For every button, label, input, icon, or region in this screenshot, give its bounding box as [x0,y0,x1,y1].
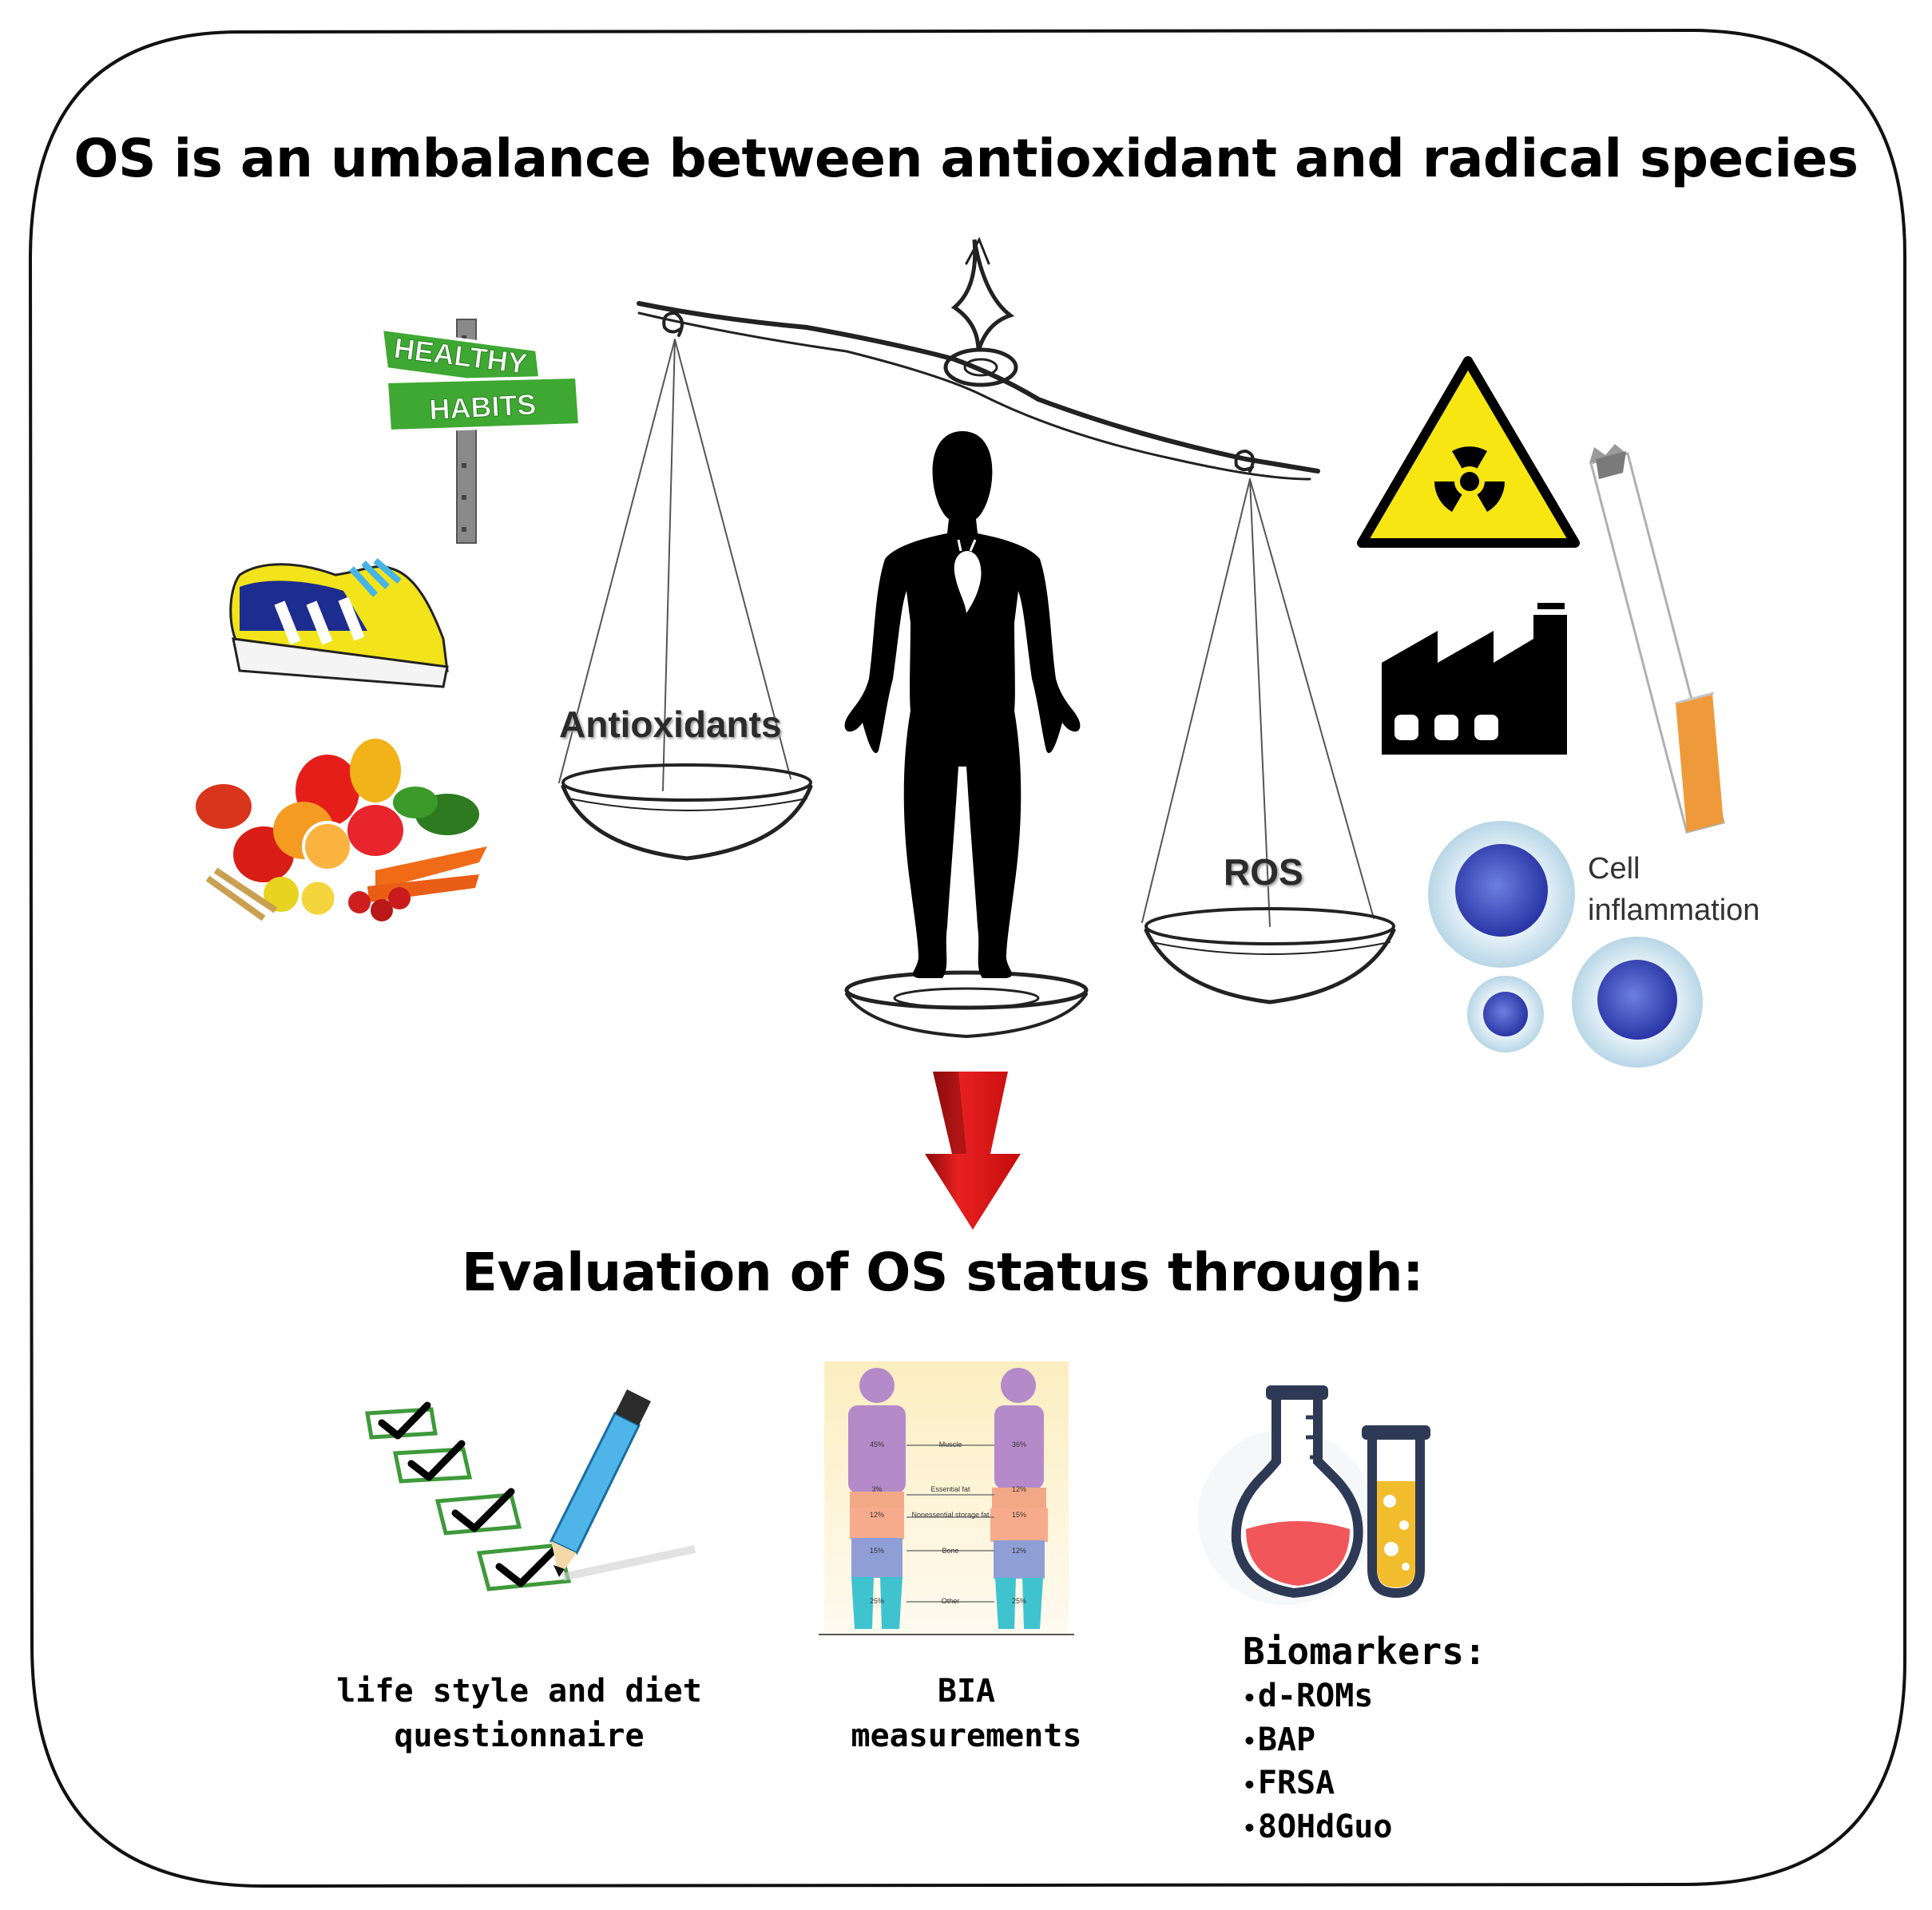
heart-icon [954,540,982,613]
questionnaire-line1: life style and diet [336,1673,702,1710]
scale-finial [950,239,1015,352]
bia-female-value: 15% [1012,1511,1026,1519]
biomarker-item: d-ROMs [1243,1675,1392,1719]
biomarker-item: 8OHdGuo [1243,1806,1393,1850]
sneaker-icon [229,557,449,688]
radiation-icon [1357,356,1580,548]
bia-female-value: 12% [1012,1547,1026,1555]
flask-icon [1198,1385,1374,1605]
checklist-icon [365,1401,572,1591]
bia-male-value: 3% [871,1485,882,1493]
signpost-icon [379,319,582,544]
evaluation-heading: Evaluation of OS status through: [461,1242,1424,1303]
biomarkers-title: Biomarkers: [1243,1630,1486,1673]
bia-chart: Muscle 45% 36% Essential fat 3% 12% Nonessenti… [819,1361,1074,1635]
bia-female-value: 36% [1012,1440,1026,1448]
cell-label-line1: Cell [1588,852,1640,886]
right-pan-strings [1141,478,1375,927]
bia-row-label: Nonessential storage fat [911,1511,990,1519]
fruit-vegetables-icon [196,739,487,921]
human-silhouette-icon [844,431,1081,978]
bia-female-figure [990,1368,1048,1629]
bia-male-value: 45% [870,1440,884,1448]
bia-row-label: Muscle [939,1440,962,1448]
bia-label: BIA measurements [807,1669,1126,1758]
scale-base [844,970,1089,1039]
factory-icon [1382,603,1567,755]
biomarkers-list: d-ROMsBAPFRSA8OHdGuo [1243,1675,1393,1850]
cigarette-icon [1589,444,1725,834]
bia-female-value: 12% [1012,1485,1026,1493]
bia-row-label: Essential fat [930,1485,970,1493]
bia-line1: BIA [937,1673,996,1710]
bia-line2: measurements [851,1718,1082,1754]
left-pan [561,763,813,861]
outer-frame [28,28,1906,1888]
bia-male-figure [848,1368,906,1629]
right-pan [1144,907,1396,1005]
bia-row-label: Other [942,1597,960,1605]
biomarker-item: BAP [1243,1719,1392,1763]
pencil-icon [549,1389,696,1581]
bia-female-value: 25% [1012,1597,1026,1605]
questionnaire-line2: questionnaire [394,1718,645,1754]
ros-label: ROS [1224,851,1303,893]
balance-scale [558,236,1396,1039]
diagram-title: OS is an umbalance between antioxidant a… [73,128,1859,189]
left-pan-strings [558,339,791,791]
bia-row-label: Bone [942,1547,958,1555]
biomarker-item: FRSA [1243,1762,1392,1806]
bia-male-value: 15% [870,1547,884,1555]
questionnaire-label: life style and diet questionnaire [319,1669,719,1758]
cell-inflammation-label: Cell inflammation [1588,848,1759,931]
cell-label-line2: inflammation [1588,894,1760,927]
antioxidants-label: Antioxidants [559,703,782,745]
cell-icon [1428,821,1703,1068]
sign-text-habits: HABITS [428,388,537,426]
down-arrow [925,1072,1021,1230]
test-tube-icon [1362,1425,1430,1599]
bia-male-value: 12% [870,1511,884,1519]
bia-male-value: 25% [870,1597,884,1605]
